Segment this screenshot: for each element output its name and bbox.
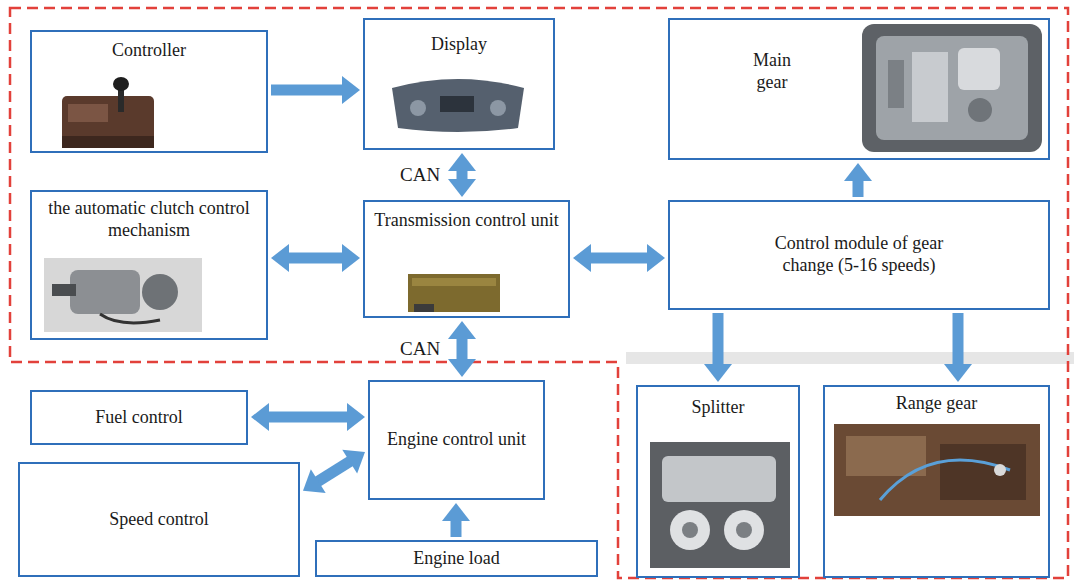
- block-arrow: [704, 313, 732, 382]
- box-label: Controller: [112, 40, 186, 62]
- box-label: Transmission control unit: [374, 210, 558, 232]
- arrow-shaft: [457, 338, 468, 360]
- main-gear-picture: [862, 24, 1042, 152]
- arrow-head: [347, 403, 365, 431]
- process-box: Control module of gear change (5-16 spee…: [668, 200, 1050, 310]
- range-gear-picture: [834, 424, 1040, 516]
- splitter-picture: [650, 442, 790, 568]
- arrow-head: [342, 450, 365, 474]
- process-box: Main gear: [668, 18, 1050, 160]
- process-box: Fuel control: [30, 390, 248, 445]
- box-label: Display: [431, 34, 487, 56]
- arrow-head: [448, 153, 476, 171]
- arrow-shaft: [713, 313, 724, 365]
- arrow-head: [844, 163, 872, 181]
- tcu-picture: [408, 274, 500, 312]
- arrow-shaft: [451, 520, 462, 537]
- block-arrow: [271, 76, 360, 104]
- arrow-shaft: [271, 85, 343, 96]
- process-box: Splitter: [636, 385, 800, 578]
- arrow-shaft: [317, 461, 350, 482]
- process-box: Engine load: [315, 540, 598, 577]
- arrow-head: [448, 321, 476, 339]
- box-label: Speed control: [109, 509, 208, 531]
- controller-picture: [62, 77, 154, 148]
- process-box: the automatic clutch control mechanism: [30, 190, 268, 340]
- arrow-head: [704, 364, 732, 382]
- arrow-head: [647, 244, 665, 272]
- grey-band: [626, 352, 1074, 364]
- block-arrow: [303, 450, 365, 493]
- process-box: Display: [363, 18, 555, 150]
- display-picture: [392, 79, 524, 132]
- arrow-shaft: [853, 180, 864, 197]
- box-label: Engine control unit: [387, 429, 526, 451]
- arrow-head: [448, 359, 476, 377]
- block-arrow: [448, 321, 476, 377]
- arrow-head: [573, 244, 591, 272]
- process-box: Speed control: [18, 462, 300, 577]
- process-box: Controller: [30, 30, 268, 153]
- arrow-head: [442, 503, 470, 521]
- block-arrow: [944, 313, 972, 382]
- block-arrow: [573, 244, 665, 272]
- block-arrow: [844, 163, 872, 197]
- arrow-head: [251, 403, 269, 431]
- dashed-region: [10, 8, 1068, 578]
- arrow-head: [342, 244, 360, 272]
- box-label: Splitter: [692, 397, 745, 419]
- arrow-shaft: [288, 253, 343, 264]
- arrow-shaft: [590, 253, 648, 264]
- box-label: Main gear: [742, 50, 802, 93]
- block-arrow: [448, 153, 476, 197]
- process-box: Engine control unit: [368, 380, 545, 500]
- arrow-head: [303, 469, 326, 493]
- box-label: Fuel control: [95, 407, 183, 429]
- arrow-head: [271, 244, 289, 272]
- arrow-head: [342, 76, 360, 104]
- process-box: Transmission control unit: [363, 200, 570, 318]
- block-arrow: [251, 403, 365, 431]
- bus-label: CAN: [398, 165, 442, 186]
- bus-label: CAN: [398, 339, 442, 360]
- box-label: Range gear: [896, 393, 977, 415]
- arrow-shaft: [268, 412, 348, 423]
- block-arrow: [271, 244, 360, 272]
- arrow-shaft: [953, 313, 964, 365]
- block-arrow: [442, 503, 470, 537]
- process-box: Range gear: [823, 385, 1050, 578]
- box-label: the automatic clutch control mechanism: [38, 198, 260, 241]
- arrow-shaft: [457, 170, 468, 180]
- arrow-head: [448, 179, 476, 197]
- clutch-mechanism-picture: [44, 258, 202, 332]
- arrow-head: [944, 364, 972, 382]
- box-label: Control module of gear change (5-16 spee…: [774, 233, 944, 276]
- box-label: Engine load: [413, 548, 499, 570]
